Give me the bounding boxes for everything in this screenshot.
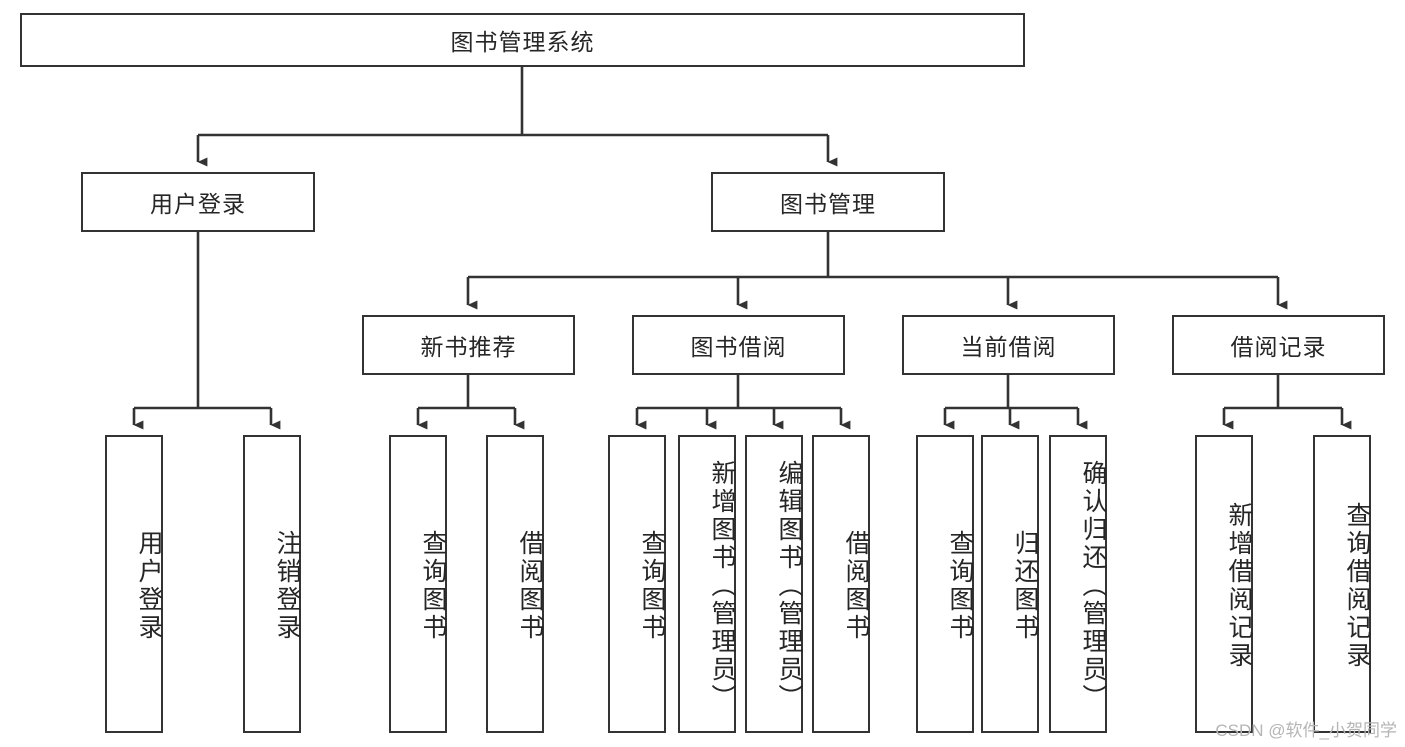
leaf-borrow-edit-book-admin[interactable]: 编辑图书（管理员） (745, 435, 803, 733)
node-book-borrow[interactable]: 图书借阅 (632, 315, 845, 375)
leaf-borrow-borrow-book[interactable]: 借阅图书 (812, 435, 870, 733)
node-label: 查询借阅记录 (1343, 502, 1371, 670)
leaf-current-confirm-return-admin[interactable]: 确认归还（管理员） (1049, 435, 1107, 733)
node-label: 用户登录 (135, 530, 163, 642)
node-root-system[interactable]: 图书管理系统 (20, 13, 1025, 67)
node-label: 归还图书 (1011, 530, 1039, 642)
leaf-record-add-record[interactable]: 新增借阅记录 (1195, 435, 1253, 733)
node-label: 图书借阅 (690, 334, 787, 360)
leaf-current-return-book[interactable]: 归还图书 (981, 435, 1039, 733)
node-label: 新增借阅记录 (1225, 502, 1253, 670)
leaf-new-book-query[interactable]: 查询图书 (389, 435, 447, 733)
node-label: 查询图书 (638, 530, 666, 642)
node-label: 新书推荐 (420, 334, 517, 360)
leaf-user-login-login[interactable]: 用户登录 (105, 435, 163, 733)
node-label: 借阅图书 (516, 530, 544, 642)
node-current-borrow[interactable]: 当前借阅 (902, 315, 1115, 375)
leaf-borrow-add-book-admin[interactable]: 新增图书（管理员） (678, 435, 736, 733)
leaf-current-query-book[interactable]: 查询图书 (916, 435, 974, 733)
node-label: 用户登录 (150, 191, 246, 217)
node-label: 编辑图书（管理员） (775, 460, 803, 712)
node-label: 当前借阅 (960, 334, 1057, 360)
node-user-login[interactable]: 用户登录 (81, 172, 315, 232)
node-label: 图书管理系统 (450, 29, 595, 55)
leaf-new-book-borrow[interactable]: 借阅图书 (486, 435, 544, 733)
node-label: 注销登录 (273, 530, 301, 642)
node-label: 图书管理 (780, 191, 876, 217)
csdn-watermark: CSDN @软件_小贺同学 (1215, 721, 1397, 740)
leaf-user-login-logout[interactable]: 注销登录 (243, 435, 301, 733)
node-borrow-record[interactable]: 借阅记录 (1172, 315, 1385, 375)
leaf-record-query-record[interactable]: 查询借阅记录 (1313, 435, 1371, 733)
node-book-management[interactable]: 图书管理 (711, 172, 945, 232)
node-new-book-recommend[interactable]: 新书推荐 (362, 315, 575, 375)
node-label: 新增图书（管理员） (708, 460, 736, 712)
node-label: 确认归还（管理员） (1079, 460, 1107, 712)
node-label: 借阅记录 (1230, 334, 1327, 360)
node-label: 查询图书 (419, 530, 447, 642)
node-label: 查询图书 (946, 530, 974, 642)
node-label: 借阅图书 (842, 530, 870, 642)
leaf-borrow-query-book[interactable]: 查询图书 (608, 435, 666, 733)
